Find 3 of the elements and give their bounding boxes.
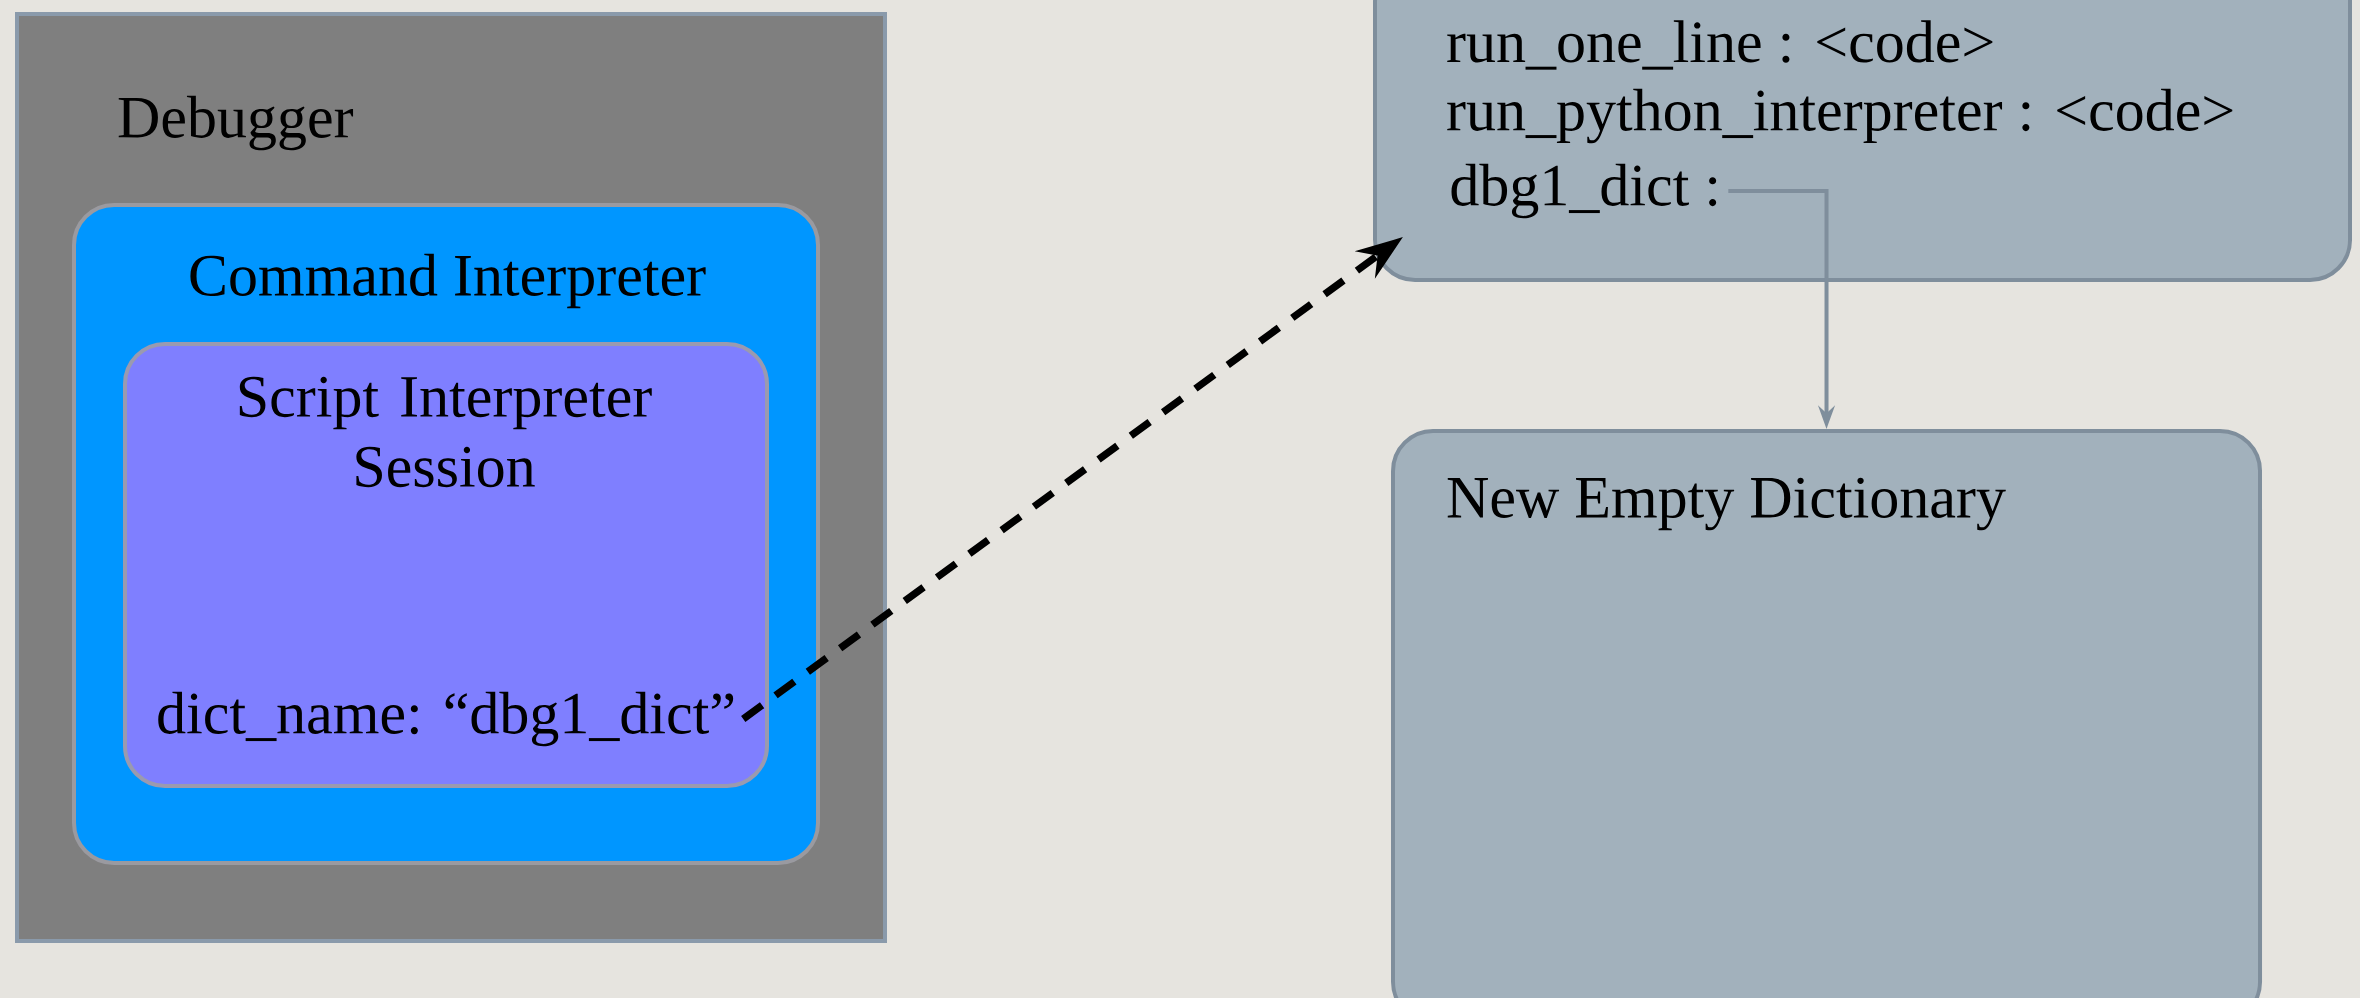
label-text: dict_name: “dbg1_dict” [158,691,734,747]
label-text: dbg1_dict : [1451,163,1717,219]
rounded-panel: New Empty Dictionary [1391,429,2262,998]
